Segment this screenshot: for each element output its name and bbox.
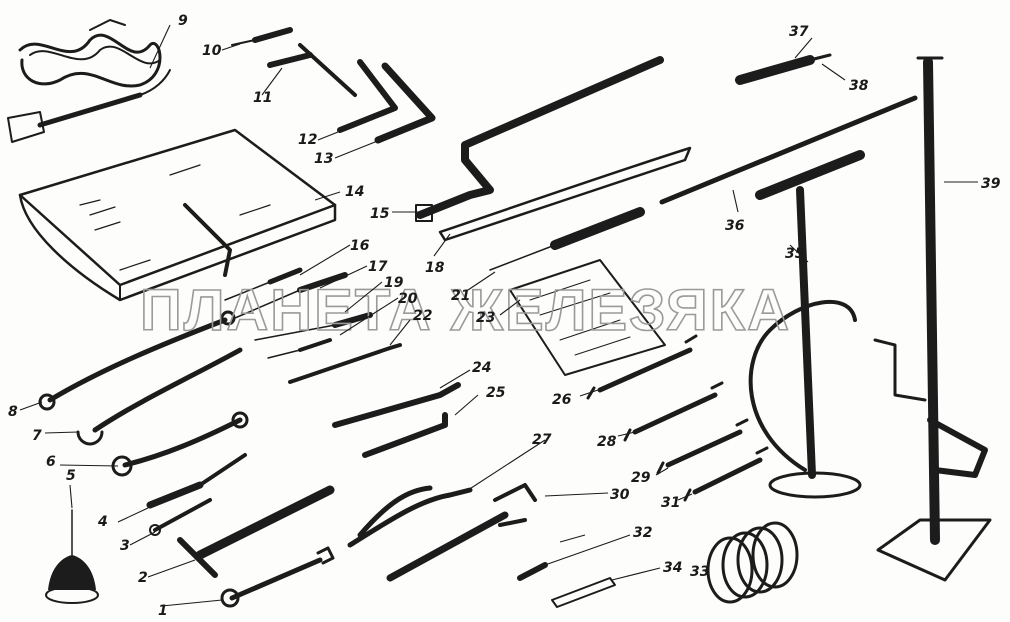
callout-37: 37 — [789, 24, 809, 40]
callout-38: 38 — [849, 78, 869, 94]
callout-24: 24 — [472, 360, 491, 376]
callout-21: 21 — [451, 288, 470, 304]
open-wrench-drawing — [220, 546, 335, 608]
small-parts-drawing — [517, 562, 616, 608]
callout-13: 13 — [314, 151, 333, 167]
open-end-wrenches-drawing — [586, 334, 769, 502]
leader-lines — [19, 24, 978, 607]
callout-16: 16 — [350, 238, 370, 254]
callout-2: 2 — [138, 570, 148, 586]
callout-11: 11 — [253, 90, 272, 106]
jack-rod-drawing — [659, 95, 918, 205]
crank-handle-drawing — [415, 56, 664, 222]
l-socket-wrenches-drawing — [337, 59, 436, 144]
tyre-pump-drawing — [748, 150, 865, 499]
callout-14: 14 — [345, 184, 364, 200]
drift-bars-drawing — [332, 382, 461, 458]
callout-26: 26 — [552, 392, 572, 408]
screwdrivers-drawing — [224, 267, 373, 359]
hammer-drawing — [177, 485, 335, 578]
inspection-lamp-drawing — [7, 19, 171, 143]
bit-tool-drawing — [231, 27, 293, 46]
t-socket-wrench-drawing — [267, 43, 357, 97]
gauge-tool-drawing — [735, 53, 832, 85]
small-wrench-drawing — [149, 498, 212, 536]
callout-10: 10 — [202, 43, 222, 59]
callout-15: 15 — [370, 206, 390, 222]
oil-can-drawing — [45, 509, 99, 604]
callout-25: 25 — [486, 385, 506, 401]
callout-12: 12 — [298, 132, 317, 148]
callout-30: 30 — [610, 487, 630, 503]
tyre-lever-drawing — [438, 146, 692, 242]
callout-9: 9 — [178, 13, 188, 29]
callout-1: 1 — [158, 603, 168, 619]
callout-33: 33 — [690, 564, 709, 580]
callout-32: 32 — [633, 525, 652, 541]
callout-3: 3 — [120, 538, 130, 554]
spring-drawing — [706, 521, 799, 604]
callout-28: 28 — [597, 434, 617, 450]
file-tool-drawing — [146, 453, 247, 509]
large-screwdriver-drawing — [489, 207, 645, 271]
callout-31: 31 — [661, 495, 680, 511]
callout-20: 20 — [398, 291, 418, 307]
callout-22: 22 — [413, 308, 432, 324]
callout-19: 19 — [384, 275, 404, 291]
callout-4: 4 — [97, 514, 108, 530]
callout-18: 18 — [425, 260, 445, 276]
hex-key-drawing — [288, 343, 402, 384]
callout-36: 36 — [725, 218, 745, 234]
jack-drawing — [873, 56, 992, 582]
callout-35: 35 — [785, 246, 805, 262]
callout-29: 29 — [631, 470, 651, 486]
watermark-text: ПЛАНЕТА ЖЕЛЕЗЯКА — [140, 278, 791, 343]
callout-7: 7 — [32, 428, 42, 444]
callout-34: 34 — [663, 560, 682, 576]
callout-8: 8 — [8, 404, 18, 420]
callout-5: 5 — [66, 468, 76, 484]
callout-27: 27 — [532, 432, 552, 448]
callout-labels: 1 2 3 4 5 6 7 8 9 10 11 12 13 14 15 16 1… — [8, 13, 1001, 619]
callout-23: 23 — [476, 310, 495, 326]
tool-bag-drawing — [18, 128, 337, 302]
pliers-drawing — [347, 485, 473, 548]
adjustable-wrench-drawing — [386, 483, 537, 582]
callout-6: 6 — [46, 454, 56, 470]
instruction-book-drawing — [509, 259, 666, 376]
box-wrenches-drawing — [38, 310, 249, 477]
callout-39: 39 — [981, 176, 1001, 192]
callout-17: 17 — [368, 259, 388, 275]
